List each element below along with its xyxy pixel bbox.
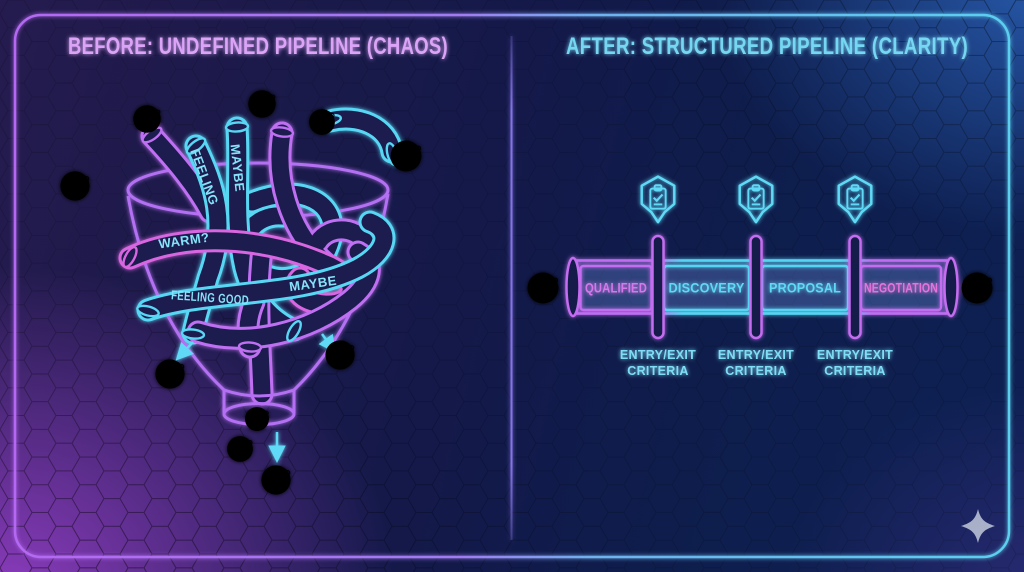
pipeline-right-cap [943, 256, 959, 318]
stage-label: PROPOSAL [769, 281, 841, 296]
funnel-spout [222, 388, 296, 413]
tangle-label-maybe-top: MAYBE [228, 143, 248, 192]
frame-border [13, 13, 1011, 559]
person-question-icon [390, 140, 422, 172]
stage-discovery: DISCOVERY [662, 264, 751, 312]
person-question-icon [244, 406, 270, 432]
criteria-line1: ENTRY/EXIT [718, 348, 794, 362]
person-question-icon [961, 272, 993, 304]
left-panel-art: BEFORE: UNDEFINED PIPELINE (CHAOS) [60, 33, 448, 495]
person-question-icon [248, 90, 276, 118]
sparkle-logo-icon [961, 509, 995, 543]
stage-gate-bar [749, 234, 763, 340]
criteria-labels: ENTRY/EXIT CRITERIA ENTRY/EXIT CRITERIA … [620, 348, 893, 378]
stage-qualified: QUALIFIED [579, 264, 653, 312]
stage-negotiation: NEGOTIATION [859, 264, 943, 312]
criteria-label: ENTRY/EXIT CRITERIA [718, 348, 794, 378]
stage-proposal: PROPOSAL [760, 264, 850, 312]
criteria-label: ENTRY/EXIT CRITERIA [817, 348, 893, 378]
criteria-line2: CRITERIA [725, 364, 786, 378]
pipeline: QUALIFIED DISCOVERY PROPOSAL NEGOTIATION [565, 234, 959, 340]
drop-arrow [175, 341, 194, 361]
person-question-icon [527, 272, 559, 304]
stage-label: NEGOTIATION [864, 281, 938, 296]
tangle-label-maybe-right: MAYBE [288, 273, 337, 295]
criteria-label: ENTRY/EXIT CRITERIA [620, 348, 696, 378]
left-panel-title: BEFORE: UNDEFINED PIPELINE (CHAOS) [68, 33, 448, 60]
stage-label: QUALIFIED [585, 281, 647, 296]
stage-gate-bar [848, 234, 862, 340]
criteria-line1: ENTRY/EXIT [620, 348, 696, 362]
tangle-label-feeling-good: FEELING GOOD [171, 287, 250, 307]
tangle-label-warm: WARM? [158, 230, 211, 252]
pipeline-left-cap [565, 256, 581, 318]
stage-label: DISCOVERY [669, 281, 745, 296]
criteria-line2: CRITERIA [627, 364, 688, 378]
right-panel-title: AFTER: STRUCTURED PIPELINE (CLARITY) [566, 33, 968, 60]
right-panel-art: AFTER: STRUCTURED PIPELINE (CLARITY) QUA… [527, 33, 993, 378]
criteria-line1: ENTRY/EXIT [817, 348, 893, 362]
stage-gate-bar [651, 234, 665, 340]
criteria-line2: CRITERIA [824, 364, 885, 378]
person-question-icon [133, 105, 161, 133]
